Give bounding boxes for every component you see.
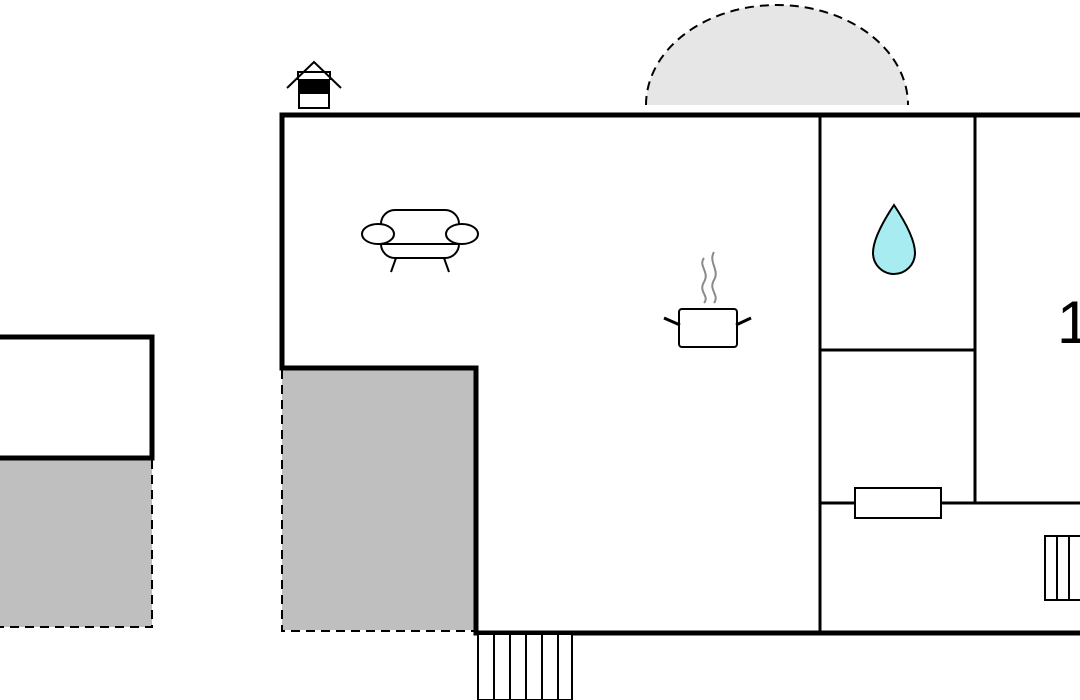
awning-area <box>646 5 908 105</box>
cooking-pot-icon <box>663 251 752 348</box>
barbecue-icon <box>286 60 342 109</box>
left-terrace-dashed-border <box>0 460 153 628</box>
left-outbuilding-wall <box>0 334 155 461</box>
awning-dashed-border <box>645 4 909 106</box>
entrance-steps <box>477 633 573 700</box>
radiator-icon <box>854 487 942 519</box>
stairs-icon <box>1044 535 1080 601</box>
interior-walls <box>818 115 1080 633</box>
main-house-wall <box>279 112 1080 636</box>
main-terrace <box>282 368 476 630</box>
main-terrace-dashed-border <box>281 370 474 632</box>
sofa-icon <box>361 209 479 273</box>
water-drop-icon <box>871 203 917 275</box>
room-number-label: 1 <box>1057 289 1080 356</box>
left-outbuilding <box>0 334 155 628</box>
left-terrace <box>0 458 152 627</box>
